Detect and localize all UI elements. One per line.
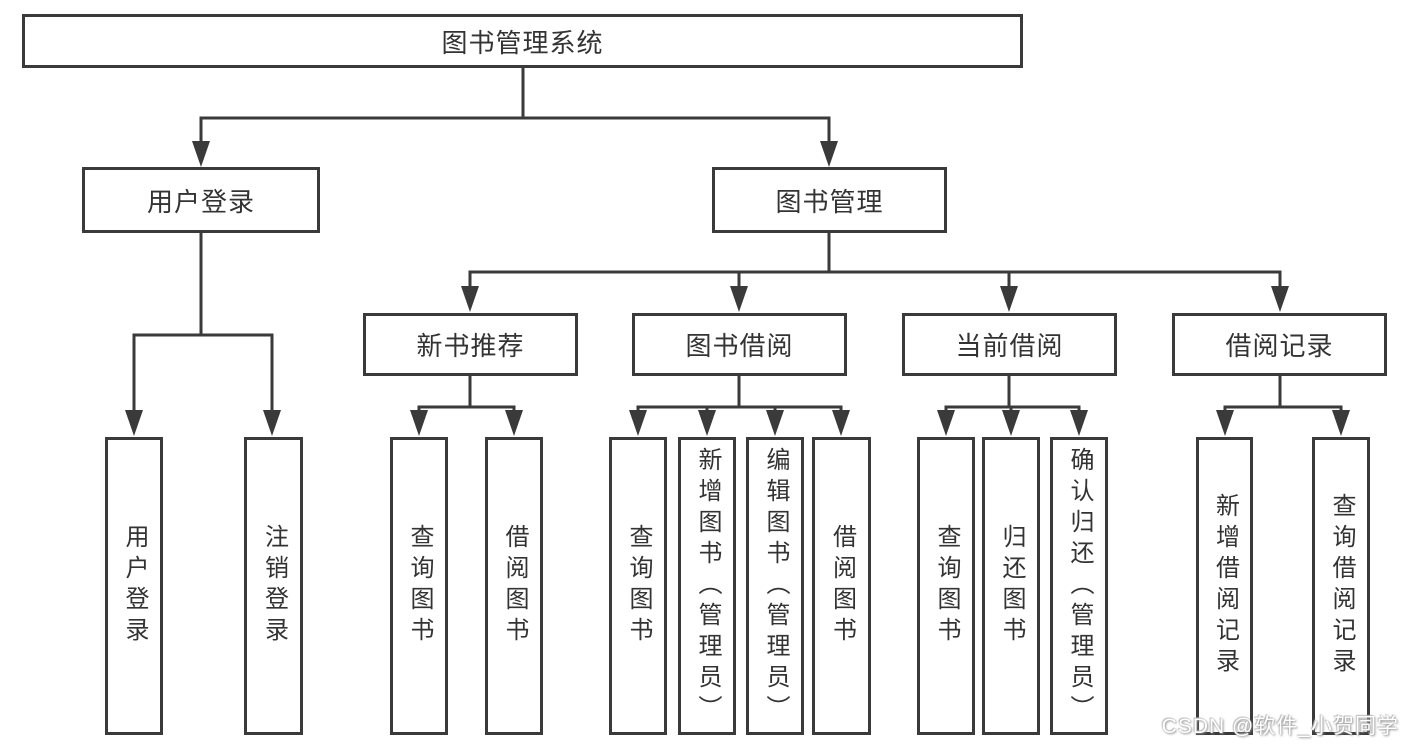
leaf-confirm-return-admin: 确认归还（管理员） [1050, 437, 1108, 735]
node-borrow-records-label: 借阅记录 [1225, 331, 1334, 361]
node-root: 图书管理系统 [22, 14, 1023, 68]
leaf-return-book-label: 归还图书 [998, 524, 1025, 648]
leaf-borrow-book-2: 借阅图书 [812, 437, 871, 735]
leaf-confirm-return-admin-label: 确认归还（管理员） [1066, 446, 1093, 726]
node-new-book-recommend-label: 新书推荐 [416, 331, 525, 361]
node-book-borrow-label: 图书借阅 [685, 331, 794, 361]
leaf-borrow-book-2-label: 借阅图书 [828, 524, 856, 648]
leaf-query-book-3-label: 查询图书 [933, 524, 960, 648]
node-new-book-recommend: 新书推荐 [363, 313, 578, 376]
node-current-borrow: 当前借阅 [902, 313, 1117, 376]
leaf-add-borrow-record-label: 新增借阅记录 [1211, 493, 1239, 679]
csdn-watermark: CSDN @软件_小贺同学 [1161, 715, 1399, 738]
leaf-user-login-label: 用户登录 [121, 524, 148, 648]
leaf-borrow-book-1: 借阅图书 [485, 437, 543, 735]
node-user-login: 用户登录 [82, 167, 320, 233]
leaf-add-book-admin: 新增图书（管理员） [678, 437, 736, 735]
node-current-borrow-label: 当前借阅 [955, 331, 1064, 361]
node-user-login-label: 用户登录 [146, 186, 255, 217]
node-book-management-label: 图书管理 [775, 186, 884, 217]
leaf-query-book-3: 查询图书 [917, 437, 975, 735]
leaf-query-book-1-label: 查询图书 [406, 524, 433, 648]
leaf-query-borrow-record-label: 查询借阅记录 [1328, 493, 1355, 679]
leaf-return-book: 归还图书 [982, 437, 1040, 735]
leaf-user-login: 用户登录 [105, 437, 163, 735]
leaf-logout: 注销登录 [244, 437, 303, 735]
leaf-query-book-2: 查询图书 [609, 437, 667, 735]
leaf-query-borrow-record: 查询借阅记录 [1312, 437, 1370, 735]
leaf-query-book-2-label: 查询图书 [625, 524, 652, 648]
node-book-borrow: 图书借阅 [632, 313, 847, 376]
leaf-add-borrow-record: 新增借阅记录 [1196, 437, 1253, 735]
node-root-label: 图书管理系统 [441, 27, 604, 58]
node-borrow-records: 借阅记录 [1172, 313, 1387, 376]
leaf-edit-book-admin: 编辑图书（管理员） [746, 437, 804, 735]
arrowheads [125, 141, 1350, 436]
leaf-query-book-1: 查询图书 [390, 437, 448, 735]
leaf-borrow-book-1-label: 借阅图书 [501, 524, 528, 648]
leaf-logout-label: 注销登录 [260, 524, 288, 648]
leaf-edit-book-admin-label: 编辑图书（管理员） [762, 446, 789, 726]
node-book-management: 图书管理 [712, 167, 947, 233]
leaf-add-book-admin-label: 新增图书（管理员） [694, 446, 721, 726]
